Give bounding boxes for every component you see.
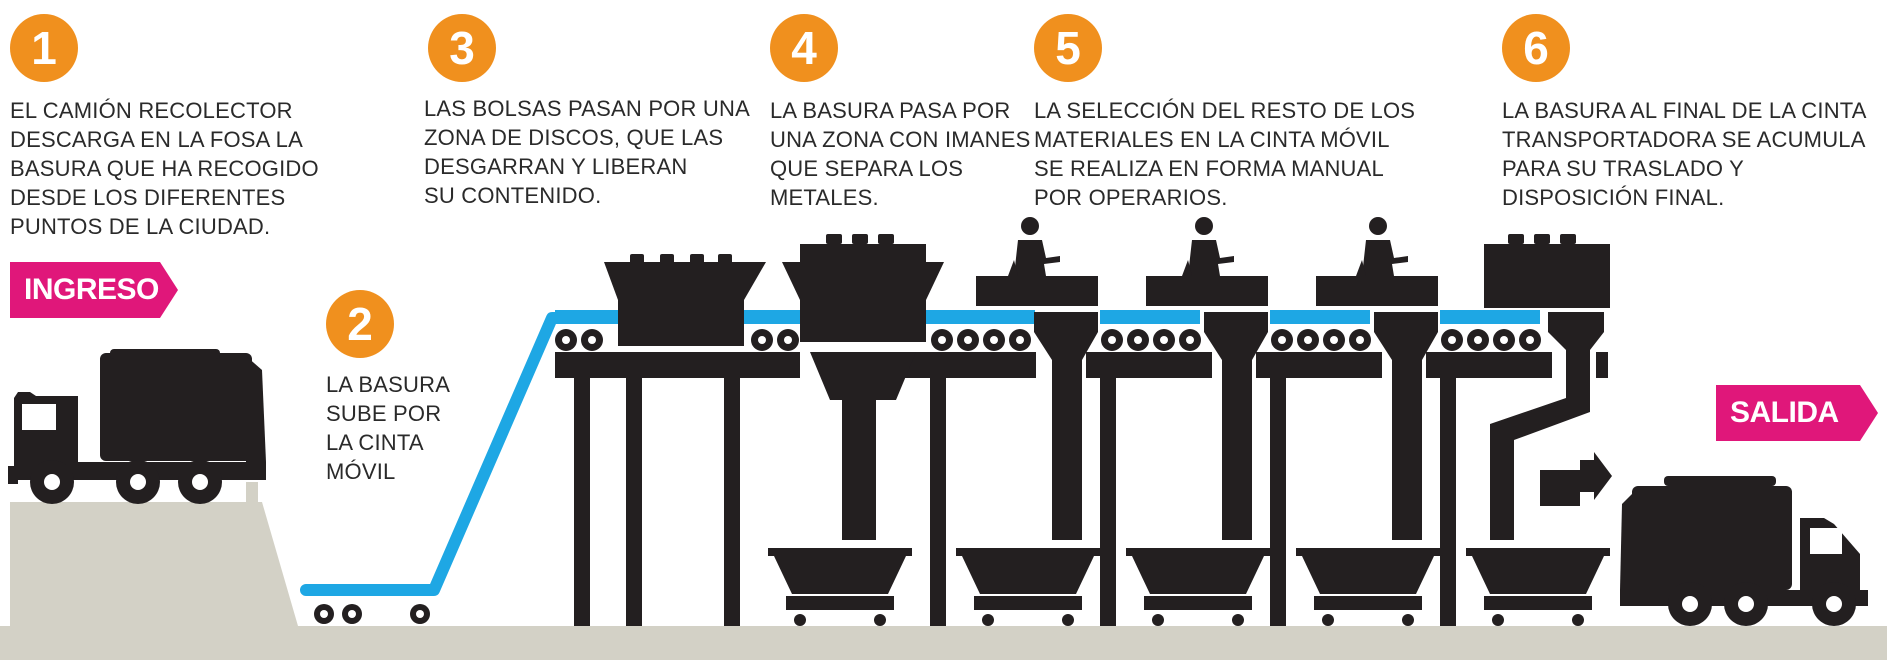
salida-label: SALIDA bbox=[1716, 385, 1878, 441]
step-3-badge: 3 bbox=[428, 14, 496, 82]
ground bbox=[0, 626, 1887, 660]
worker-icon bbox=[1182, 217, 1234, 276]
sorting-station-1 bbox=[976, 276, 1098, 540]
hopper-bin-icon bbox=[1126, 548, 1270, 626]
discharge-arrow-icon bbox=[1540, 452, 1612, 506]
step-1-description: EL CAMIÓN RECOLECTOR DESCARGA EN LA FOSA… bbox=[10, 98, 319, 239]
hopper-bin-icon bbox=[1466, 548, 1610, 626]
step-6-description: LA BASURA AL FINAL DE LA CINTA TRANSPORT… bbox=[1502, 98, 1867, 210]
support-structure bbox=[555, 352, 1608, 626]
disc-shredder-machine bbox=[604, 254, 766, 346]
step-5-badge: 5 bbox=[1034, 14, 1102, 82]
hopper-bin-icon bbox=[768, 548, 912, 626]
garbage-truck-icon bbox=[1620, 476, 1868, 626]
entry-ramp bbox=[10, 502, 298, 626]
hopper-bin-icon bbox=[1296, 548, 1440, 626]
main-conveyor-rollers bbox=[555, 329, 1541, 351]
step-2-badge: 2 bbox=[326, 290, 394, 358]
worker-icon bbox=[1008, 217, 1060, 276]
step-5-description: LA SELECCIÓN DEL RESTO DE LOS MATERIALES… bbox=[1034, 98, 1416, 210]
magnet-separator-machine bbox=[782, 234, 944, 540]
garbage-truck-icon bbox=[8, 349, 266, 504]
step-6-badge: 6 bbox=[1502, 14, 1570, 82]
step-2-description: LA BASURA SUBE POR LA CINTA MÓVIL bbox=[326, 372, 451, 484]
step-4-description: LA BASURA PASA POR UNA ZONA CON IMANES Q… bbox=[770, 98, 1031, 210]
worker-icon bbox=[1356, 217, 1408, 276]
inclined-conveyor-rollers bbox=[314, 604, 430, 624]
sorting-station-3 bbox=[1316, 276, 1438, 540]
step-1-badge: 1 bbox=[10, 14, 78, 82]
ingreso-label: INGRESO bbox=[10, 262, 178, 318]
hopper-bin-icon bbox=[956, 548, 1100, 626]
step-3-description: LAS BOLSAS PASAN POR UNA ZONA DE DISCOS,… bbox=[424, 96, 750, 208]
step-4-badge: 4 bbox=[770, 14, 838, 82]
sorting-station-2 bbox=[1146, 276, 1268, 540]
ramp-post bbox=[246, 482, 258, 504]
end-compactor-machine bbox=[1484, 234, 1610, 540]
